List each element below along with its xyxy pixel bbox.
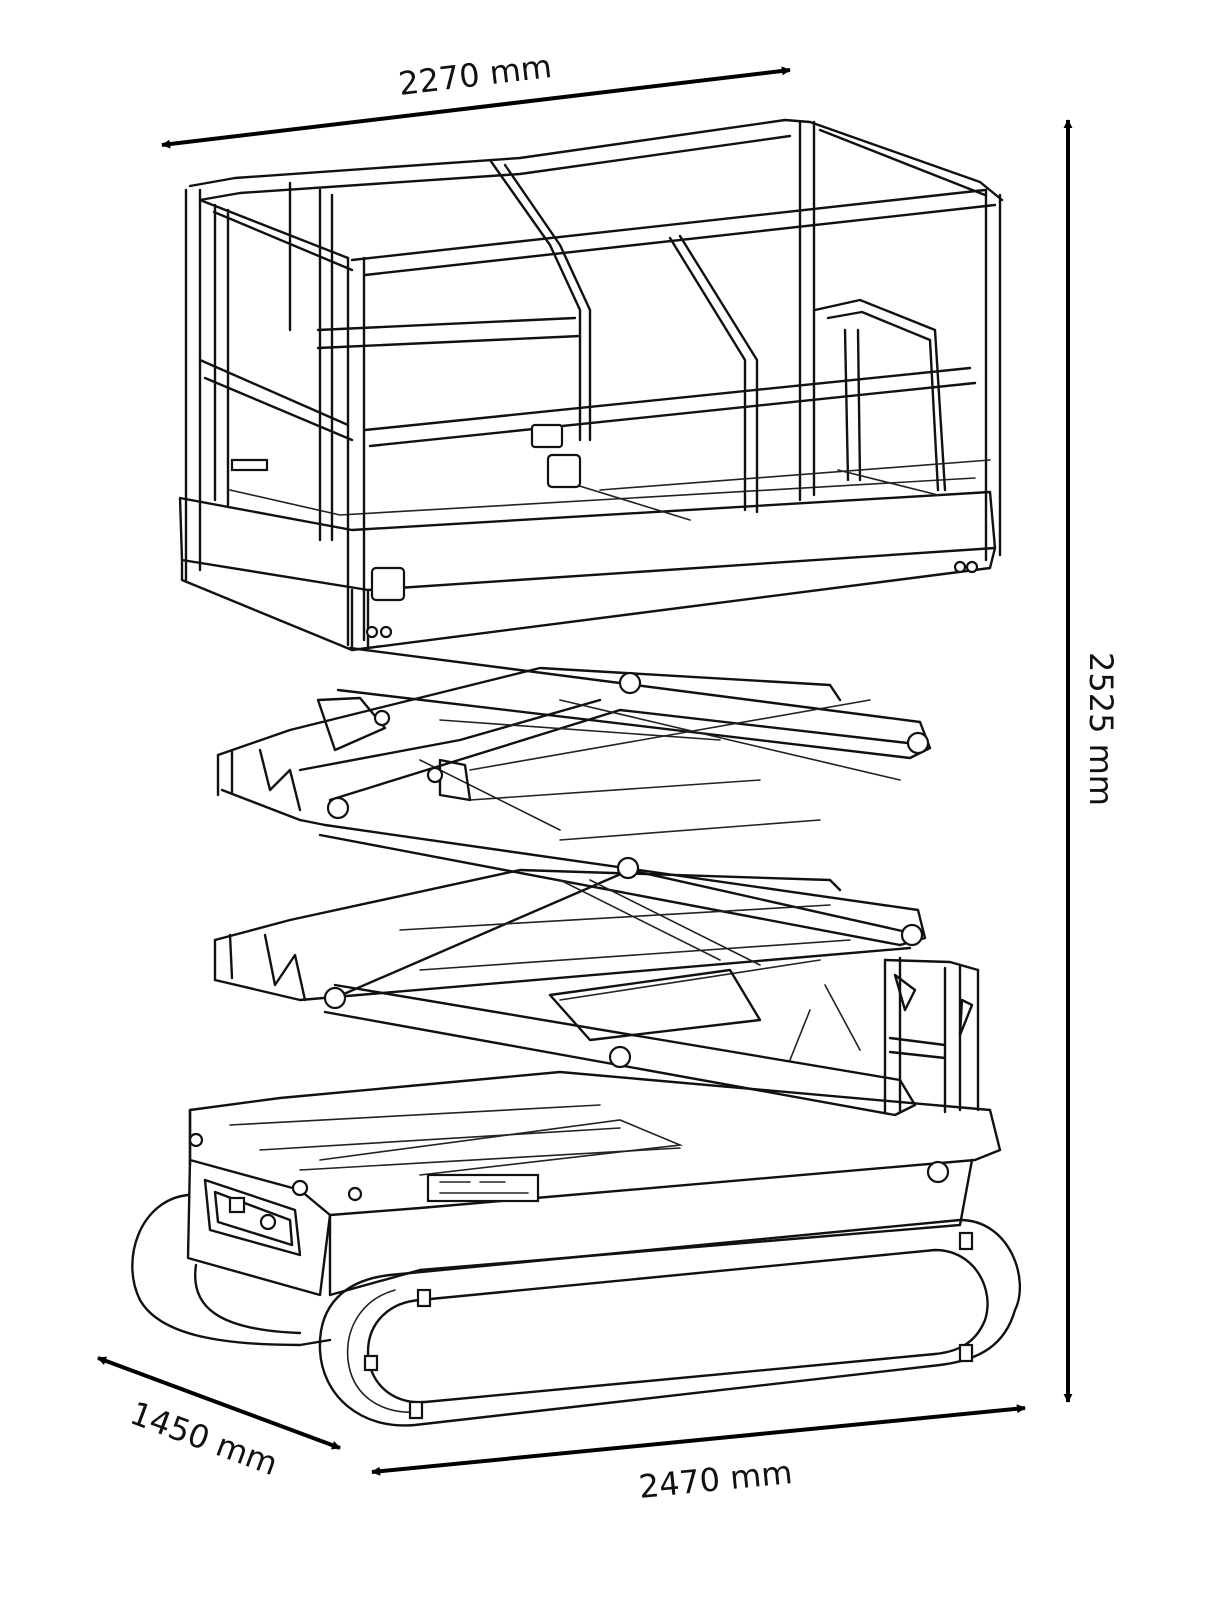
dimension-stowed-height: 2525 mm [1063,119,1120,1403]
crawler-tracks [131,1193,1022,1427]
rear-ladder-frame [789,956,980,1114]
platform-guardrail [178,118,1004,652]
label-stowed-height: 2525 mm [1082,652,1120,806]
dimension-overall-width: 1450 mm [97,1356,341,1483]
chassis [186,1070,1002,1297]
label-overall-width: 1450 mm [125,1394,283,1483]
dimension-platform-length: 2270 mm [161,47,791,149]
dimension-overall-length: 2470 mm [371,1404,1026,1506]
scissor-arms [213,646,932,1117]
label-platform-length: 2270 mm [396,47,553,103]
label-overall-length: 2470 mm [637,1453,794,1506]
